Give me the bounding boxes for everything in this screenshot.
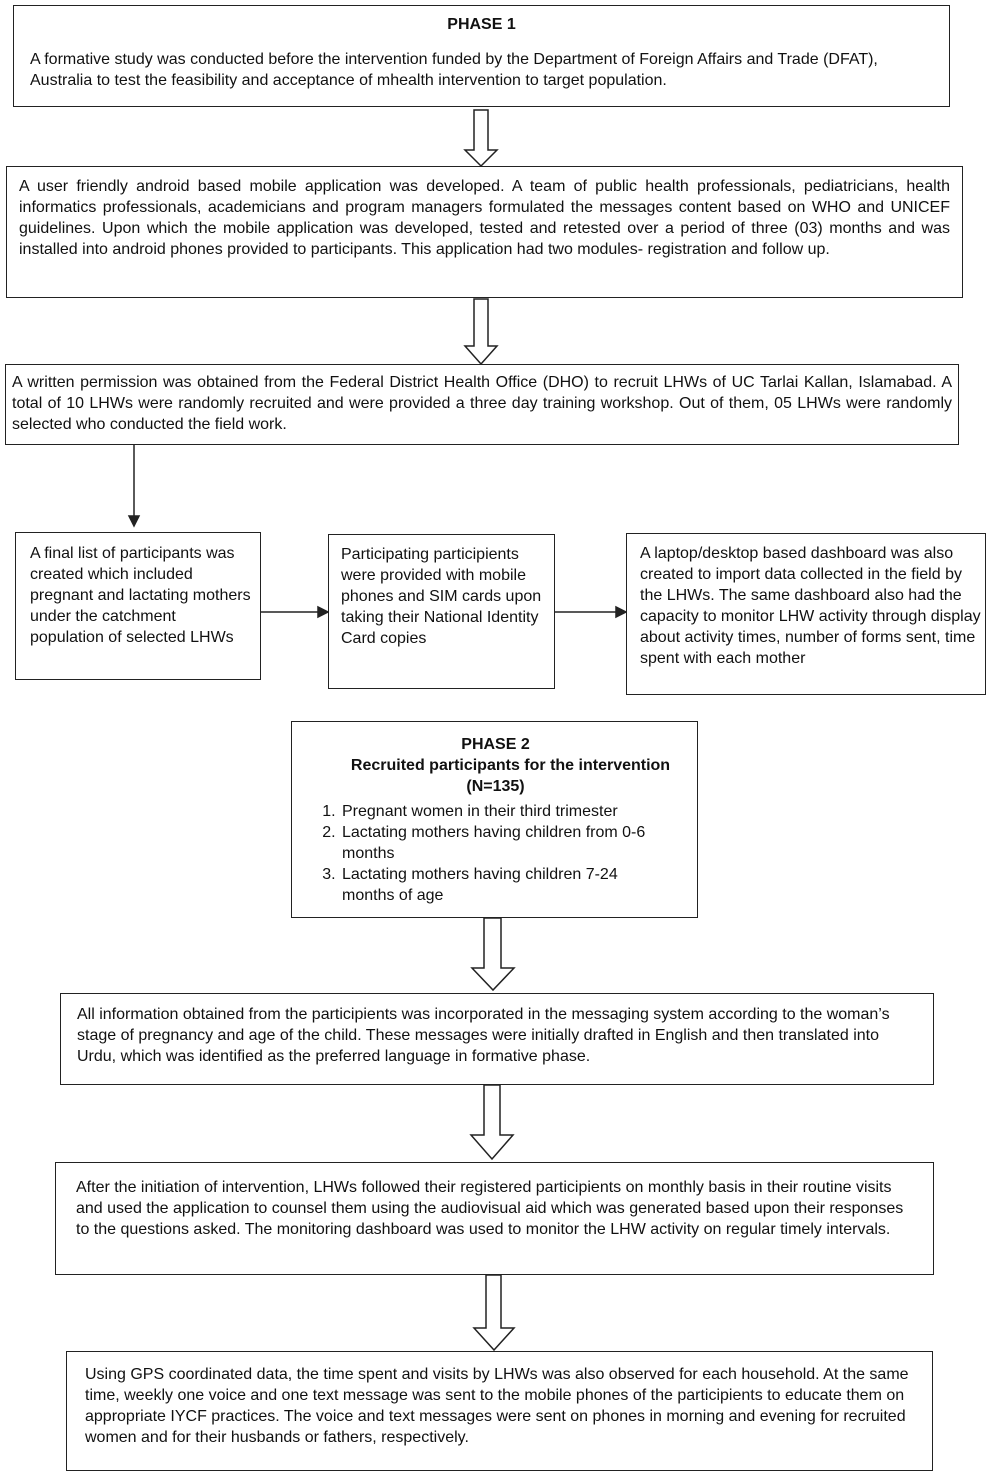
messaging-text: All information obtained from the partic… xyxy=(77,1006,890,1065)
block-arrow-3 xyxy=(470,917,516,992)
list-item: Lactating mothers having children 7-24 m… xyxy=(340,864,687,906)
gps-box: Using GPS coordinated data, the time spe… xyxy=(66,1351,933,1471)
app-development-box: A user friendly android based mobile app… xyxy=(6,166,963,298)
phones-text: Participating participients were provide… xyxy=(341,546,542,647)
block-arrow-5 xyxy=(472,1274,516,1352)
messaging-box: All information obtained from the partic… xyxy=(60,993,934,1085)
phase2-subtitle: Recruited participants for the intervent… xyxy=(350,757,671,774)
phones-box: Participating participients were provide… xyxy=(328,534,555,689)
list-item: Lactating mothers having children from 0… xyxy=(340,822,687,864)
participant-list: Pregnant women in their third trimester … xyxy=(304,801,687,906)
app-development-text: A user friendly android based mobile app… xyxy=(19,178,950,258)
final-list-box: A final list of participants was created… xyxy=(15,532,261,680)
permission-text: A written permission was obtained from t… xyxy=(12,374,952,433)
gps-text: Using GPS coordinated data, the time spe… xyxy=(85,1366,909,1446)
follow-up-box: After the initiation of intervention, LH… xyxy=(55,1162,934,1275)
phase2-box: PHASE 2 Recruited participants for the i… xyxy=(291,721,698,918)
list-item: Pregnant women in their third trimester xyxy=(340,801,687,822)
dashboard-text: A laptop/desktop based dashboard was als… xyxy=(640,545,981,667)
phase2-title: PHASE 2 xyxy=(461,736,530,753)
block-arrow-1 xyxy=(463,109,499,168)
arrowhead-down xyxy=(127,515,141,528)
phase1-title: PHASE 1 xyxy=(447,16,516,33)
formative-study-text: A formative study was conducted before t… xyxy=(30,51,878,89)
phase2-sample-size: (N=135) xyxy=(466,778,525,795)
block-arrow-4 xyxy=(469,1084,515,1161)
arrowhead-right-2 xyxy=(615,605,628,619)
final-list-text: A final list of participants was created… xyxy=(30,545,251,646)
follow-up-text: After the initiation of intervention, LH… xyxy=(76,1179,904,1238)
phase1-box: PHASE 1 A formative study was conducted … xyxy=(13,5,950,107)
arrowhead-right-1 xyxy=(317,605,330,619)
block-arrow-2 xyxy=(463,298,499,366)
permission-box: A written permission was obtained from t… xyxy=(5,364,959,445)
dashboard-box: A laptop/desktop based dashboard was als… xyxy=(626,533,986,695)
